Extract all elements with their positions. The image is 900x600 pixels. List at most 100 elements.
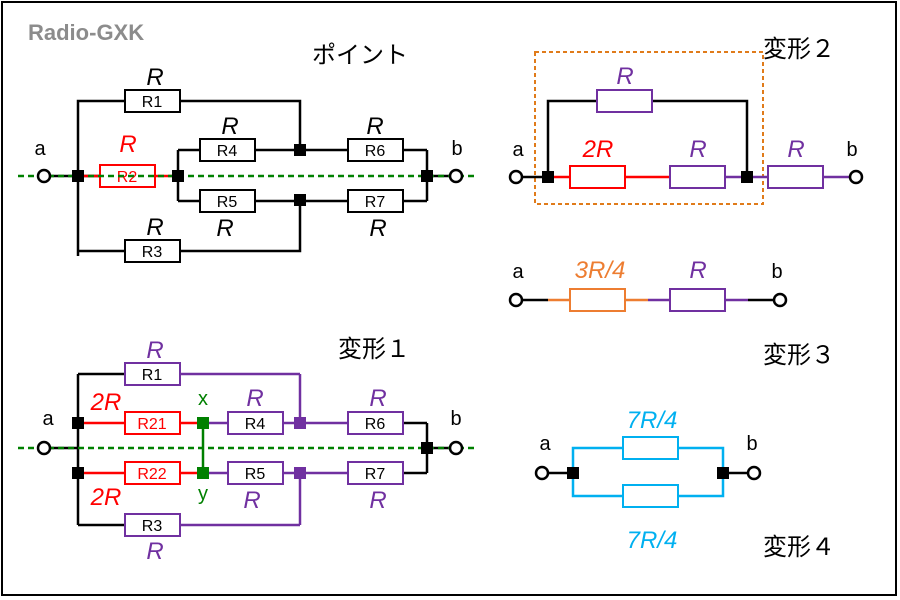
point-r5-body (199, 189, 256, 213)
henkei3-label-b: b (771, 261, 782, 283)
henkei3-r-body (669, 288, 726, 312)
point-r6-name: R6 (365, 143, 386, 160)
point-r7-value: R (369, 215, 386, 242)
henkei2-label-b: b (846, 139, 857, 161)
henkei4-r-bottom-value: 7R/4 (627, 527, 678, 554)
henkei1-terminal-b (448, 440, 464, 456)
henkei1-r7-body (347, 461, 404, 485)
henkei2-r-out-value: R (787, 136, 804, 163)
henkei2-title: 変形２ (763, 35, 835, 63)
henkei1-label-b: b (450, 408, 461, 430)
henkei1-r4-name: R4 (245, 416, 266, 433)
henkei1-r6-value: R (369, 385, 386, 412)
henkei2-r-2r-body (569, 165, 626, 189)
point-r4-name: R4 (217, 143, 238, 160)
henkei1-r4-value: R (246, 385, 263, 412)
henkei1-label-a: a (42, 408, 54, 430)
henkei1-r6-body (347, 411, 404, 435)
point-r3-body (124, 239, 181, 263)
henkei1-r5-value: R (243, 487, 260, 514)
watermark: Radio-GXK (28, 20, 144, 45)
henkei4-r-top-body (622, 436, 679, 460)
point-r1-body (124, 89, 181, 113)
point-title: ポイント (312, 41, 408, 69)
henkei4-r-bottom-body (622, 484, 679, 508)
henkei2-terminal-a (508, 169, 524, 185)
henkei2-dashed-box (534, 51, 764, 205)
henkei1-r22-value: 2R (90, 484, 122, 511)
henkei1-terminal-a (36, 440, 52, 456)
point-circuit: ポイント R1 (18, 41, 475, 263)
henkei4-title: 変形４ (763, 533, 835, 561)
point-r6-body (347, 138, 404, 162)
point-r5-name: R5 (217, 194, 238, 211)
henkei1-r21-value: 2R (90, 389, 122, 416)
henkei1-r1-name: R1 (142, 367, 163, 384)
henkei1-r6-name: R6 (365, 416, 386, 433)
point-r7-name: R7 (365, 194, 386, 211)
point-nodes (72, 144, 433, 206)
point-label-b: b (451, 138, 462, 160)
henkei1-r5-body (227, 461, 284, 485)
point-r4-value: R (221, 113, 238, 140)
henkei1-r21-name: R21 (137, 416, 166, 433)
henkei1-r3-body (124, 513, 181, 537)
henkei1-r1-value: R (146, 337, 163, 364)
henkei4-label-b: b (746, 433, 757, 455)
henkei3-r-34-body (569, 288, 626, 312)
point-label-a: a (34, 138, 46, 160)
point-terminal-b (448, 168, 464, 184)
henkei1-r3-value: R (146, 538, 163, 565)
henkei3-circuit: 変形３ 3R/4 R a b (508, 257, 835, 369)
henkei2-label-a: a (512, 139, 524, 161)
henkei2-r-mid-value: R (689, 136, 706, 163)
henkei1-r4-body (227, 411, 284, 435)
point-r2-value: R (119, 131, 136, 158)
point-r5-value: R (216, 215, 233, 242)
point-r3-name: R3 (142, 244, 163, 261)
henkei4-terminal-a (534, 465, 550, 481)
henkei3-title: 変形３ (763, 341, 835, 369)
henkei1-r22-body (124, 461, 181, 485)
henkei4-circuit: 変形４ 7R/4 7R/4 a b (534, 407, 835, 561)
point-r3-value: R (146, 214, 163, 241)
henkei1-title: 変形１ (338, 335, 410, 363)
henkei1-r5-name: R5 (245, 466, 266, 483)
henkei3-terminal-a (508, 292, 524, 308)
henkei2-r-top-value: R (616, 63, 633, 90)
henkei1-label-x: x (198, 388, 208, 410)
henkei2-r-2r-value: 2R (582, 136, 614, 163)
point-r1-value: R (146, 64, 163, 91)
henkei1-r7-name: R7 (365, 466, 386, 483)
henkei1-circuit: 変形１ (18, 335, 475, 565)
point-r1-name: R1 (142, 94, 163, 111)
henkei1-label-y: y (198, 483, 208, 505)
henkei4-r-top-value: 7R/4 (627, 407, 678, 434)
henkei2-r-top-body (596, 89, 653, 113)
henkei3-r-34-value: 3R/4 (575, 257, 626, 284)
henkei4-label-a: a (539, 433, 551, 455)
henkei3-label-a: a (512, 261, 524, 283)
henkei1-node-x (197, 417, 209, 429)
henkei1-r7-value: R (369, 487, 386, 514)
point-r4-body (199, 138, 256, 162)
henkei3-r-value: R (689, 257, 706, 284)
henkei1-r3-name: R3 (142, 518, 163, 535)
henkei2-circuit: 変形２ R 2R R R a (508, 35, 864, 205)
henkei1-r22-name: R22 (137, 466, 166, 483)
henkei2-r-mid-body (669, 165, 726, 189)
henkei3-terminal-b (772, 292, 788, 308)
henkei4-terminal-b (746, 465, 762, 481)
henkei1-r21-body (124, 411, 181, 435)
henkei2-terminal-b (848, 169, 864, 185)
point-r7-body (347, 189, 404, 213)
henkei1-r1-body (124, 362, 181, 386)
henkei1-node-y (197, 467, 209, 479)
point-terminal-a (36, 168, 52, 184)
point-r2-name: R2 (117, 169, 138, 186)
point-r6-value: R (366, 113, 383, 140)
henkei2-r-out-body (767, 165, 824, 189)
